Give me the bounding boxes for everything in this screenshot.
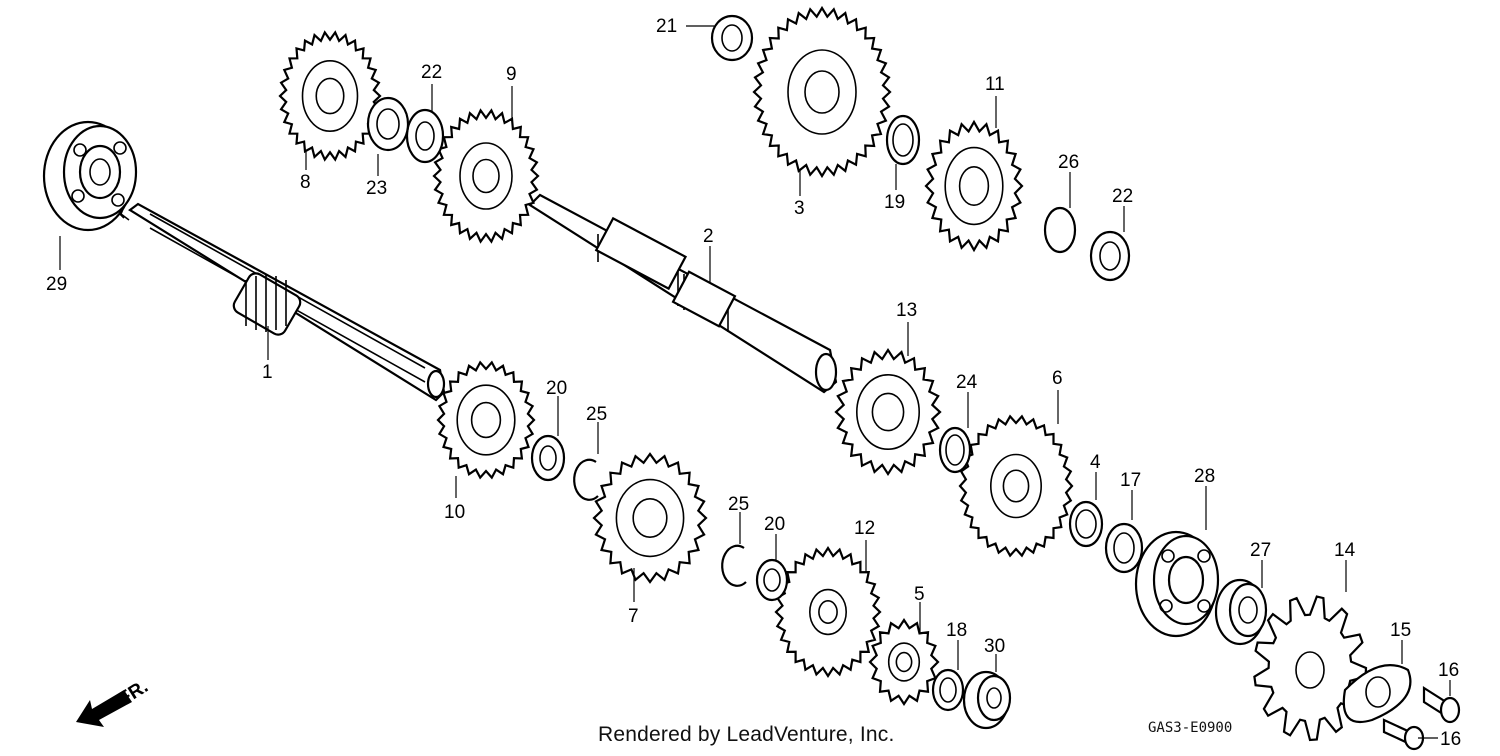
gear-11 bbox=[924, 119, 1024, 253]
counter-shaft bbox=[528, 193, 838, 394]
callout-13: 13 bbox=[896, 300, 917, 321]
leader-lines bbox=[59, 25, 1451, 739]
callout-22b: 22 bbox=[1112, 186, 1133, 207]
bolts-16 bbox=[1382, 685, 1461, 751]
callout-29: 29 bbox=[46, 274, 67, 295]
fixing-plate-15 bbox=[1342, 664, 1412, 724]
callout-24: 24 bbox=[956, 372, 978, 393]
callout-8: 8 bbox=[300, 172, 311, 193]
callout-30: 30 bbox=[984, 636, 1005, 657]
gear-9 bbox=[432, 108, 540, 244]
gear-3 bbox=[752, 5, 892, 179]
credit-text: Rendered by LeadVenture, Inc. bbox=[598, 723, 895, 746]
callout-16: 16 bbox=[1438, 660, 1459, 681]
callout-22: 22 bbox=[421, 62, 442, 83]
callout-4: 4 bbox=[1090, 452, 1101, 473]
callout-12: 12 bbox=[854, 518, 875, 539]
washer-20 bbox=[530, 434, 566, 482]
gear-8 bbox=[278, 30, 382, 162]
circlip-25b bbox=[721, 544, 747, 587]
callout-25b: 25 bbox=[728, 494, 749, 515]
callout-labels: 21 22 9 11 8 23 3 19 26 22 29 2 1 13 24 … bbox=[46, 16, 1461, 750]
bushing-4 bbox=[1068, 500, 1104, 548]
callout-21: 21 bbox=[656, 16, 677, 37]
front-direction-arrow: FR. bbox=[76, 676, 152, 727]
callout-10: 10 bbox=[444, 502, 465, 523]
circlip-25 bbox=[573, 458, 599, 501]
callout-14: 14 bbox=[1334, 540, 1356, 561]
washers bbox=[366, 14, 1144, 712]
washer-19 bbox=[885, 114, 921, 166]
washer-21 bbox=[710, 14, 754, 62]
lock-washer-22 bbox=[405, 108, 445, 164]
callout-20: 20 bbox=[546, 378, 567, 399]
callout-2: 2 bbox=[703, 226, 714, 247]
washer-20b bbox=[755, 558, 789, 602]
splined-washer-23 bbox=[366, 96, 410, 152]
gear-6 bbox=[958, 414, 1074, 558]
callout-26: 26 bbox=[1058, 152, 1079, 173]
callout-23: 23 bbox=[366, 178, 387, 199]
callout-27: 27 bbox=[1250, 540, 1271, 561]
callout-1: 1 bbox=[262, 362, 273, 383]
callout-18: 18 bbox=[946, 620, 967, 641]
callout-17: 17 bbox=[1120, 470, 1141, 491]
callout-3: 3 bbox=[794, 198, 805, 219]
washer-24 bbox=[938, 426, 972, 474]
diagram-code: GAS3-E0900 bbox=[1148, 720, 1233, 736]
callout-20b: 20 bbox=[764, 514, 785, 535]
lock-washer-22b bbox=[1089, 230, 1131, 282]
callout-11: 11 bbox=[985, 74, 1005, 95]
bearing-29 bbox=[42, 120, 138, 232]
circlip-26 bbox=[1043, 206, 1077, 254]
callout-5: 5 bbox=[914, 584, 925, 605]
gear-5 bbox=[868, 617, 940, 707]
callout-9: 9 bbox=[506, 64, 517, 85]
callout-7: 7 bbox=[628, 606, 639, 627]
drive-sprocket bbox=[1253, 595, 1368, 742]
gear-10 bbox=[436, 360, 536, 480]
gear-13 bbox=[834, 347, 942, 477]
gear-group bbox=[278, 5, 1074, 707]
main-shaft bbox=[117, 202, 446, 402]
callout-16b: 16 bbox=[1440, 729, 1461, 750]
callout-6: 6 bbox=[1052, 368, 1063, 389]
gear-12 bbox=[774, 545, 882, 679]
washer-18 bbox=[931, 668, 965, 712]
callout-19: 19 bbox=[884, 192, 905, 213]
callout-25: 25 bbox=[586, 404, 607, 425]
bearings bbox=[962, 530, 1268, 730]
washer-17 bbox=[1104, 522, 1144, 574]
gear-7 bbox=[592, 452, 708, 584]
callout-15: 15 bbox=[1390, 620, 1411, 641]
callout-28: 28 bbox=[1194, 466, 1215, 487]
